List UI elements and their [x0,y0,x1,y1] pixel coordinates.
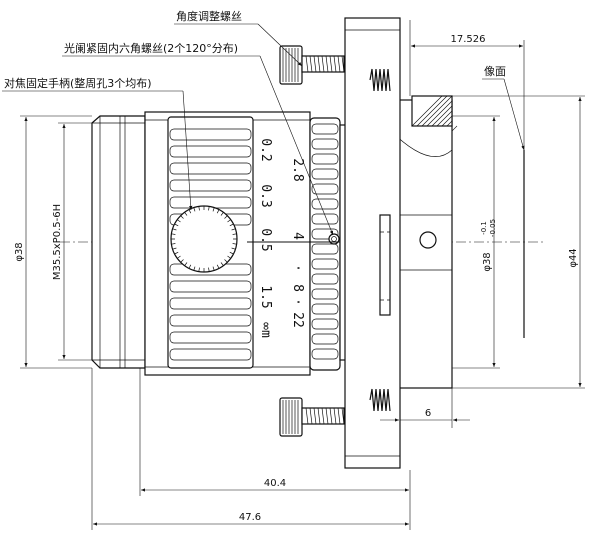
aperture-scale-label: 4 [290,232,305,240]
aperture-f-number-scale: 2.8 4 · 8 · 22 [290,158,305,328]
knurl-ridge [169,348,252,361]
aperture-scale-label: 2.8 [290,158,305,181]
knurl-ridge [169,179,252,192]
knurl-ridge [311,168,339,180]
focus-scale-label: 1.5 [258,285,273,308]
dim-mount-tol-lower: -0.05 [489,219,497,237]
knurl-ridge [311,273,339,285]
knurl-ridge [311,123,339,135]
knurl-ridge [311,213,339,225]
angle-adjust-screw-bottom [279,397,345,437]
knurl-ridge [169,145,252,158]
aperture-scale-label: 8 [290,284,305,292]
aperture-scale-label: 22 [290,312,305,328]
spring-bottom [369,388,391,412]
knurl-ridge [169,162,252,175]
focus-scale-label: 0.2 [258,138,273,161]
callout-focus-lock-handle: 对焦固定手柄(整周孔3个均布) [4,76,152,90]
knurl-ridge [311,228,339,240]
callout-image-plane: 像面 [484,65,506,78]
knurl-ridge [311,288,339,300]
knurl-ridge [169,314,252,327]
dim-length-short: 40.4 [264,478,286,489]
knurl-ridge [311,303,339,315]
focus-scale-label: 0.5 [258,228,273,251]
angle-adjust-screw-top [279,45,345,85]
knurl-ridge [311,138,339,150]
focus-distance-scale: 0.2 0.3 0.5 1.5 ∞m [258,138,273,338]
dim-mount-diameter: φ38 [482,252,493,271]
callout-angle-adjust-screw: 角度调整螺丝 [176,9,242,23]
dim-flange-distance: 17.526 [451,34,486,45]
knurl-ridge [169,280,252,293]
focus-scale-label: 0.3 [258,184,273,207]
focus-lock-knob [170,205,238,273]
callout-aperture-lock-screw: 光阑紧固内六角螺丝(2个120°分布) [64,41,238,55]
knurl-ridge [311,333,339,345]
knurl-ridge [169,331,252,344]
knurl-ridge [311,243,339,255]
aperture-scale-label: · [290,264,305,272]
knurl-ridge [311,258,339,270]
dim-mount-tol-upper: -0.1 [480,221,488,235]
knurl-ridge [311,198,339,210]
dim-body-diameter: φ38 [14,242,25,261]
mount-center-hole [419,231,437,249]
knurl-ridge [311,183,339,195]
dim-plate-thickness: 6 [425,408,431,419]
aperture-scale-label: · [290,298,305,306]
knurl-ridge [169,297,252,310]
dim-thread: M35.5xP0.5-6H [52,204,63,280]
knurl-ridge [311,318,339,330]
aperture-lock-hex-screw-icon [328,233,340,245]
knurl-ridge [311,153,339,165]
knurl-ridge [311,348,339,360]
spring-top [369,68,391,92]
knurl-ridge [169,128,252,141]
dim-outer-diameter: φ44 [568,248,579,267]
dim-length-total: 47.6 [239,512,261,523]
focus-scale-label: ∞m [258,322,273,338]
